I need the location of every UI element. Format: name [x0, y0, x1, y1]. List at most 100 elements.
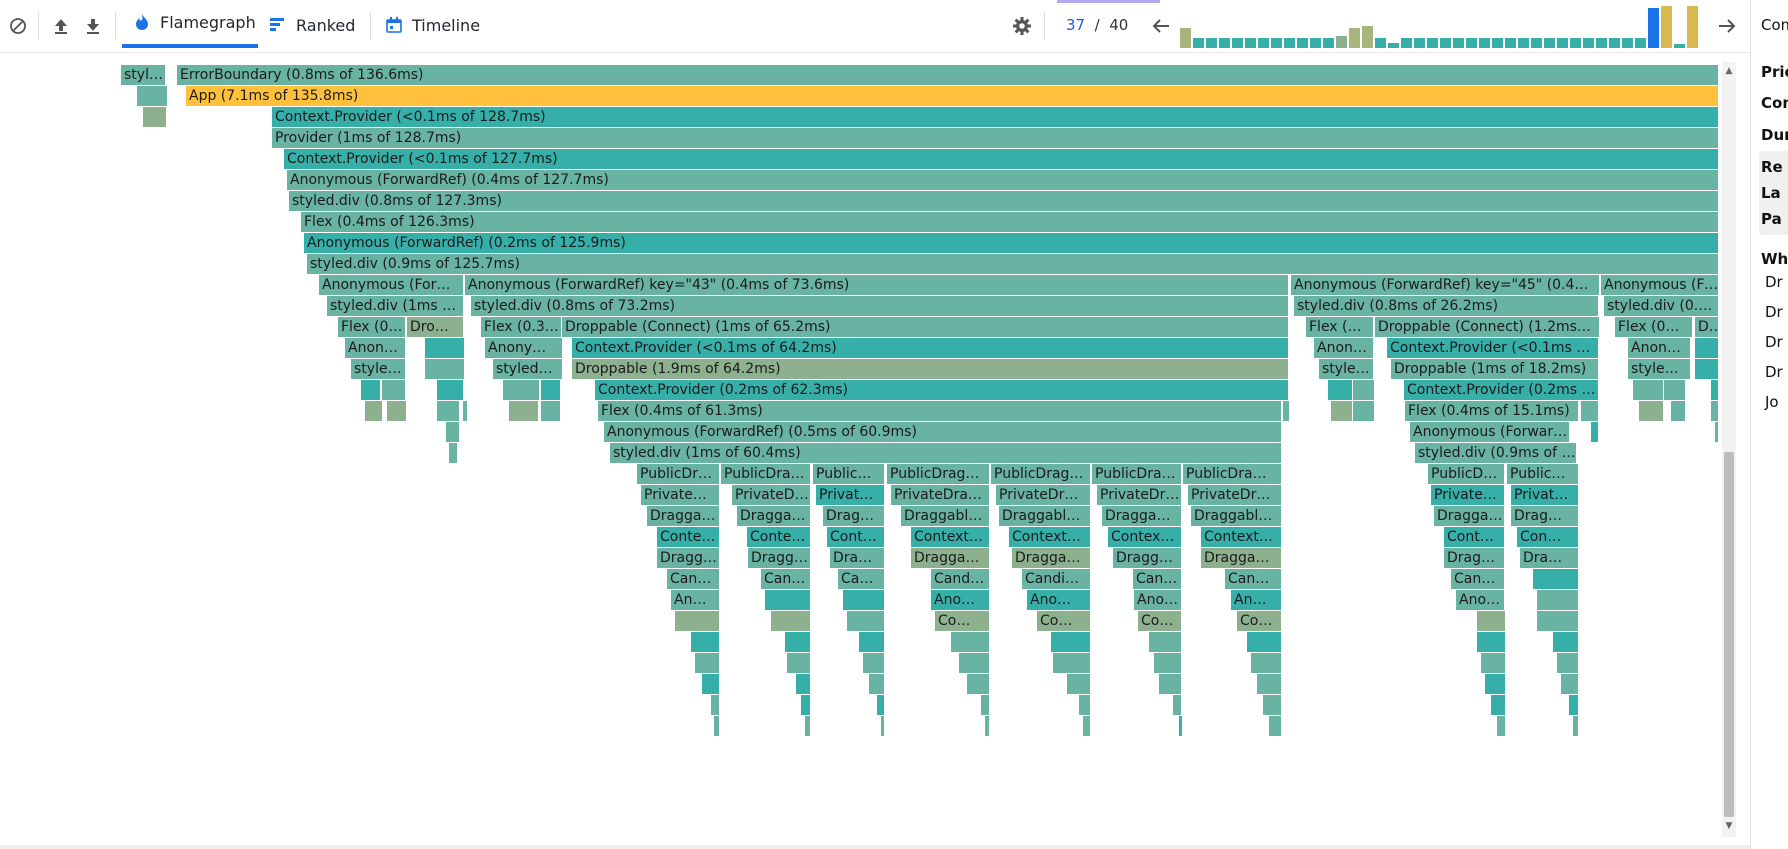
flame-node[interactable]	[1590, 422, 1598, 444]
commit-bar[interactable]	[1622, 38, 1633, 48]
flame-node[interactable]	[1052, 653, 1090, 675]
commit-bar[interactable]	[1583, 38, 1594, 48]
flame-node[interactable]: Dragga…	[1101, 506, 1181, 528]
flame-node[interactable]	[1694, 359, 1718, 381]
flame-node[interactable]: Ano…	[1133, 590, 1181, 612]
flame-node[interactable]: PrivateDr…	[995, 485, 1090, 507]
flame-node[interactable]: styled.div (1ms …	[326, 296, 463, 318]
flame-node[interactable]	[1670, 401, 1685, 423]
flame-node[interactable]	[1572, 716, 1578, 738]
flame-node[interactable]: Dra…	[1519, 548, 1578, 570]
flame-node[interactable]	[1050, 632, 1090, 654]
flame-node[interactable]	[701, 674, 719, 696]
scrollbar-thumb[interactable]	[1724, 452, 1734, 817]
flame-node[interactable]	[508, 401, 538, 423]
flame-node[interactable]	[1172, 695, 1181, 717]
flame-node[interactable]	[1480, 653, 1505, 675]
flame-node[interactable]	[1568, 695, 1578, 717]
flame-node[interactable]: Private…	[1430, 485, 1504, 507]
flame-node[interactable]: Conte…	[746, 527, 810, 549]
flame-node[interactable]	[424, 338, 464, 360]
flame-node[interactable]: Public…	[812, 464, 884, 486]
flame-node[interactable]	[448, 443, 457, 465]
flame-node[interactable]: Droppable (1.9ms of 64.2ms)	[571, 359, 1288, 381]
flame-node[interactable]	[1663, 380, 1685, 402]
flame-node[interactable]	[1632, 380, 1663, 402]
commit-bar[interactable]	[1674, 44, 1685, 48]
commit-bar[interactable]	[1362, 26, 1373, 48]
flame-node[interactable]: Anony…	[484, 338, 562, 360]
flame-node[interactable]: Context.Provider (<0.1ms of …	[1386, 338, 1598, 360]
flame-node[interactable]: Context…	[1008, 527, 1090, 549]
flame-node[interactable]: style…	[1627, 359, 1690, 381]
flame-node[interactable]: PublicDra…	[1182, 464, 1281, 486]
flame-node[interactable]: Dragga…	[1433, 506, 1504, 528]
flame-node[interactable]: Dragga…	[910, 548, 989, 570]
flame-node[interactable]: styled.div (0.8m…	[1603, 296, 1718, 318]
flame-node[interactable]	[540, 380, 560, 402]
flame-node[interactable]: styled.div (0.9ms of 125.7ms)	[306, 254, 1718, 276]
flame-node[interactable]	[1714, 422, 1718, 444]
flame-node[interactable]: An…	[670, 590, 719, 612]
flame-node[interactable]	[424, 359, 464, 381]
flame-node[interactable]: styled.div (0.8ms of 127.3ms)	[288, 191, 1718, 213]
flame-node[interactable]: Cand…	[1132, 569, 1181, 591]
flame-node[interactable]	[674, 611, 719, 633]
flame-node[interactable]: Drag…	[822, 506, 884, 528]
flame-node[interactable]	[1352, 380, 1374, 402]
flame-node[interactable]	[846, 611, 884, 633]
flame-node[interactable]	[1556, 653, 1578, 675]
flame-node[interactable]	[1710, 380, 1718, 402]
flame-node[interactable]: Dragga…	[1200, 548, 1281, 570]
flame-node[interactable]: PublicD…	[1427, 464, 1504, 486]
flame-node[interactable]: Dro…	[1694, 317, 1718, 339]
flame-node[interactable]: PublicDrag…	[990, 464, 1090, 486]
flame-node[interactable]: Dra…	[829, 548, 884, 570]
flame-node[interactable]	[436, 380, 463, 402]
flame-node[interactable]	[1638, 401, 1663, 423]
commit-bar[interactable]	[1206, 38, 1217, 48]
flame-node[interactable]	[1148, 632, 1181, 654]
flame-node[interactable]	[966, 674, 989, 696]
commit-bar[interactable]	[1349, 28, 1360, 48]
flame-node[interactable]	[858, 632, 884, 654]
flame-node[interactable]: styled…	[492, 359, 562, 381]
commit-bar[interactable]	[1271, 38, 1282, 48]
flame-node[interactable]	[1082, 716, 1090, 738]
commit-bar[interactable]	[1336, 36, 1347, 48]
flame-node[interactable]: Flex (…	[1305, 317, 1373, 339]
flame-node[interactable]	[1178, 716, 1182, 738]
flame-node[interactable]	[462, 401, 467, 423]
flame-node[interactable]	[764, 590, 810, 612]
next-icon[interactable]	[1716, 15, 1738, 37]
flame-node[interactable]: PrivateDr…	[1096, 485, 1181, 507]
flame-node[interactable]: Cont…	[1443, 527, 1504, 549]
upload-icon[interactable]	[50, 15, 72, 37]
flame-node[interactable]: styl…	[120, 65, 165, 87]
flame-node[interactable]	[1710, 401, 1718, 423]
flame-node[interactable]: PublicDra…	[1091, 464, 1181, 486]
flame-node[interactable]	[502, 380, 539, 402]
flame-node[interactable]: Droppable (Connect) (1.2ms…	[1374, 317, 1599, 339]
commit-bar[interactable]	[1661, 6, 1672, 48]
flame-node[interactable]: PrivateDra…	[890, 485, 989, 507]
download-icon[interactable]	[82, 15, 104, 37]
commit-current[interactable]: 37	[1066, 16, 1086, 34]
flame-node[interactable]: Draggabl…	[900, 506, 989, 528]
flame-node[interactable]: Public…	[1506, 464, 1578, 486]
flame-node[interactable]: Dragga…	[736, 506, 810, 528]
commit-bar[interactable]	[1648, 8, 1659, 48]
flame-node[interactable]	[540, 401, 560, 423]
flame-node[interactable]	[862, 653, 884, 675]
commit-bar[interactable]	[1466, 38, 1477, 48]
flame-node[interactable]	[1536, 590, 1578, 612]
flame-node[interactable]	[1580, 401, 1598, 423]
flame-node[interactable]: Cand…	[930, 569, 989, 591]
commit-bar[interactable]	[1388, 43, 1399, 48]
commit-bar[interactable]	[1531, 38, 1542, 48]
commit-bar[interactable]	[1440, 38, 1451, 48]
flame-node[interactable]	[980, 695, 989, 717]
flame-node[interactable]	[1327, 380, 1352, 402]
flame-node[interactable]	[445, 422, 459, 444]
flame-node[interactable]: Candi…	[1021, 569, 1090, 591]
